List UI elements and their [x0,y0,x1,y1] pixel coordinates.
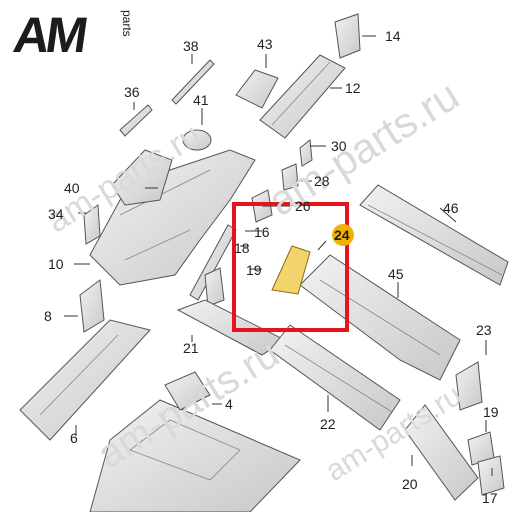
part-20-panel [404,404,479,501]
callout-label: 45 [388,266,404,282]
part-36-strip [119,104,153,137]
callout-label: 6 [70,430,78,446]
callout-label: 14 [385,28,401,44]
part-22-beam [269,324,401,431]
part-6-rail [19,319,151,441]
callout-label: 23 [476,322,492,338]
callout-label: 19 [246,262,262,278]
callout-label: 30 [331,138,347,154]
part-12-beam [259,54,346,139]
callout-label: 19 [483,404,499,420]
part-30-clip [299,139,313,167]
part-41-cap [182,129,212,151]
callout-label: 26 [295,198,311,214]
part-28-clip [281,163,299,191]
part-23-bracket [455,361,483,411]
part-46-rail [359,184,509,286]
callout-label: 18 [234,240,250,256]
part-8-bracket [79,279,105,333]
part-40-bracket [111,149,173,206]
brand-logo-sub: parts [120,10,134,37]
callout-label: 28 [314,173,330,189]
brand-logo: AM [10,7,88,63]
callout-label: 12 [345,80,361,96]
callout-label: 46 [443,200,459,216]
floor-panel [89,399,301,512]
callout-label: 20 [402,476,418,492]
callout-label: 17 [482,490,498,506]
callout-label: 8 [44,308,52,324]
part-17-clip [477,455,505,496]
callout-label: 4 [225,396,233,412]
callout-label: 41 [193,92,209,108]
part-14-bracket [334,13,361,59]
part-24-bracket [271,245,311,295]
callout-label: 21 [183,340,199,356]
callout-label: 24 [334,227,350,243]
highlight-box [232,202,349,332]
callout-label: 22 [320,416,336,432]
part-10-structure [89,149,256,286]
part-34-bracket [83,204,101,245]
callout-label: 10 [48,256,64,272]
callout-label: 43 [257,36,273,52]
callout-label: 34 [48,206,64,222]
part-38-strip [171,59,215,105]
callout-label: 16 [254,224,270,240]
part-43-block [235,69,279,109]
callout-label: 40 [64,180,80,196]
callout-label: 36 [124,84,140,100]
part-19-bracket [204,267,225,307]
part-4-bracket [164,371,211,411]
callout-label: 38 [183,38,199,54]
highlight-badge [332,224,354,246]
